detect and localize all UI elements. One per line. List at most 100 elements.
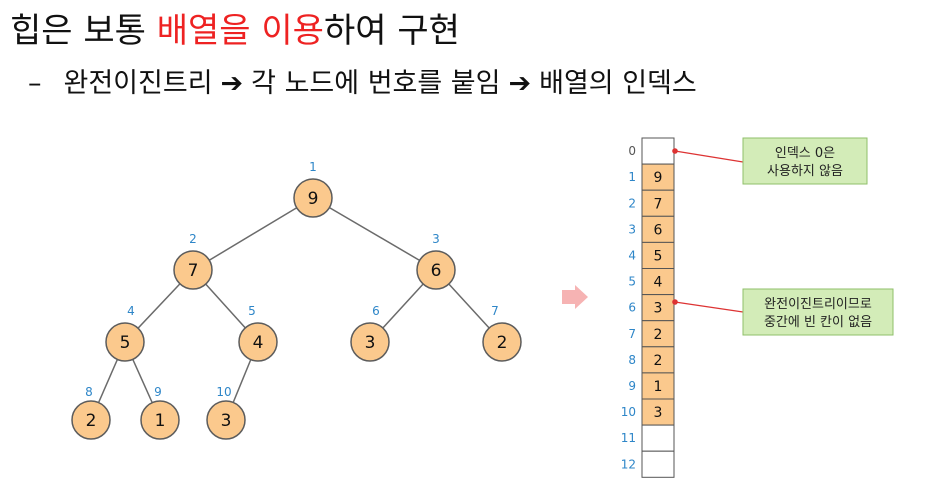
tree-edge [192, 197, 314, 271]
tree-node-index: 3 [432, 232, 440, 246]
tree-node-index: 9 [154, 385, 162, 399]
array-cell [641, 450, 675, 478]
callout-no-gaps: 완전이진트리이므로 중간에 빈 칸이 없음 [672, 288, 894, 336]
subtitle-step-complete-tree: 완전이진트리 [63, 68, 213, 99]
callout-anchor-dot [672, 148, 678, 154]
title-highlight-use: 이용 [261, 11, 324, 51]
tree-edges [90, 197, 503, 421]
array-cell [641, 215, 675, 243]
tree-node: 28 [71, 385, 111, 440]
callout-box [742, 137, 868, 185]
callout-box [742, 288, 894, 336]
tree-node-value: 2 [497, 333, 508, 353]
array-cell [641, 372, 675, 400]
array-index-label: 4 [628, 248, 636, 262]
tree-node-index: 2 [189, 232, 197, 246]
callout-anchor-dot [672, 299, 678, 305]
callout-index-zero: 인덱스 0은 사용하지 않음 [672, 137, 868, 185]
array-index-label: 9 [628, 379, 636, 393]
tree-node-index: 6 [372, 304, 380, 318]
tree-node: 45 [238, 304, 278, 362]
array-cell [641, 268, 675, 296]
tree-node-value: 3 [365, 333, 376, 353]
tree-node-value: 2 [86, 411, 97, 431]
tree-node-index: 4 [127, 304, 135, 318]
array-index-label: 12 [621, 457, 636, 471]
array-cell-value: 2 [654, 353, 663, 369]
right-arrow-icon [562, 285, 588, 309]
tree-node-circle [71, 400, 111, 440]
tree-node: 36 [350, 304, 390, 362]
array-cell-value: 4 [654, 275, 663, 291]
tree-node-value: 4 [253, 333, 264, 353]
title-text-end: 하여 구현 [323, 11, 460, 51]
array-cell [641, 320, 675, 348]
array-cell-value: 9 [654, 170, 663, 186]
array-index-label: 7 [628, 327, 636, 341]
tree-node-circle [105, 322, 145, 362]
tree-edge [312, 197, 437, 271]
tree-node-circle [206, 400, 246, 440]
array-cell [641, 189, 675, 217]
slide-subtitle: –완전이진트리➔각 노드에 번호를 붙임➔배열의 인덱스 [28, 66, 697, 102]
array-index-label: 2 [628, 196, 636, 210]
tree-node-circle [350, 322, 390, 362]
title-highlight-array: 배열을 [156, 11, 251, 51]
callout-text-line1: 완전이진트리이므로 [764, 297, 872, 312]
array-index-label: 6 [628, 301, 636, 315]
tree-node: 54 [105, 304, 145, 362]
tree-node: 72 [173, 232, 213, 290]
arrow-right-icon: ➔ [220, 68, 244, 99]
tree-node-index: 5 [248, 304, 256, 318]
subtitle-dash: – [28, 68, 42, 99]
array-cell [641, 424, 675, 452]
slide-title: 힙은 보통 배열을 이용하여 구현 [10, 10, 460, 52]
array-cell-value: 3 [654, 405, 663, 421]
array-cell-value: 7 [654, 196, 663, 212]
subtitle-step-array-index: 배열의 인덱스 [539, 68, 697, 99]
array-cell-value: 6 [654, 222, 663, 238]
array-index-label: 11 [621, 431, 636, 445]
tree-node-circle [482, 322, 522, 362]
arrow-right-icon: ➔ [508, 68, 532, 99]
tree-node-index: 8 [85, 385, 93, 399]
callout-connector [674, 150, 744, 163]
array-index-label: 10 [621, 405, 636, 419]
array-index-label: 1 [628, 170, 636, 184]
tree-node-value: 1 [155, 411, 166, 431]
array-cell [641, 241, 675, 269]
tree-node-value: 7 [188, 261, 199, 281]
array-cell [641, 137, 675, 165]
callout-text-line1: 인덱스 0은 [775, 146, 835, 161]
tree-node-index: 10 [216, 385, 231, 399]
array-cell [641, 398, 675, 426]
tree-node: 3 10 [206, 385, 246, 440]
tree-node-value: 6 [431, 261, 442, 281]
tree-node-value: 5 [120, 333, 131, 353]
array-cell-value: 1 [654, 379, 663, 395]
tree-node-value: 3 [221, 411, 232, 431]
tree-node-circle [293, 178, 333, 218]
tree-node-index: 7 [491, 304, 499, 318]
callout-text-line2: 중간에 빈 칸이 없음 [764, 315, 872, 330]
tree-node-circle [173, 250, 213, 290]
array-cell [641, 163, 675, 191]
array-index-label: 8 [628, 353, 636, 367]
array-index-label: 3 [628, 222, 636, 236]
tree-node-circle [238, 322, 278, 362]
tree-node: 19 [140, 385, 180, 440]
array-index-label: 5 [628, 275, 636, 289]
title-text-start: 힙은 보통 [10, 11, 157, 51]
array-index-label: 0 [628, 144, 636, 158]
tree-node-value: 9 [308, 189, 319, 209]
array-cell-value: 5 [654, 248, 663, 264]
tree-node-index: 1 [309, 160, 317, 174]
callout-text-line2: 사용하지 않음 [767, 164, 843, 179]
array-cell-value: 2 [654, 327, 663, 343]
tree-node: 27 [482, 304, 522, 362]
tree-node-circle [416, 250, 456, 290]
tree-node: 91 [293, 160, 333, 218]
